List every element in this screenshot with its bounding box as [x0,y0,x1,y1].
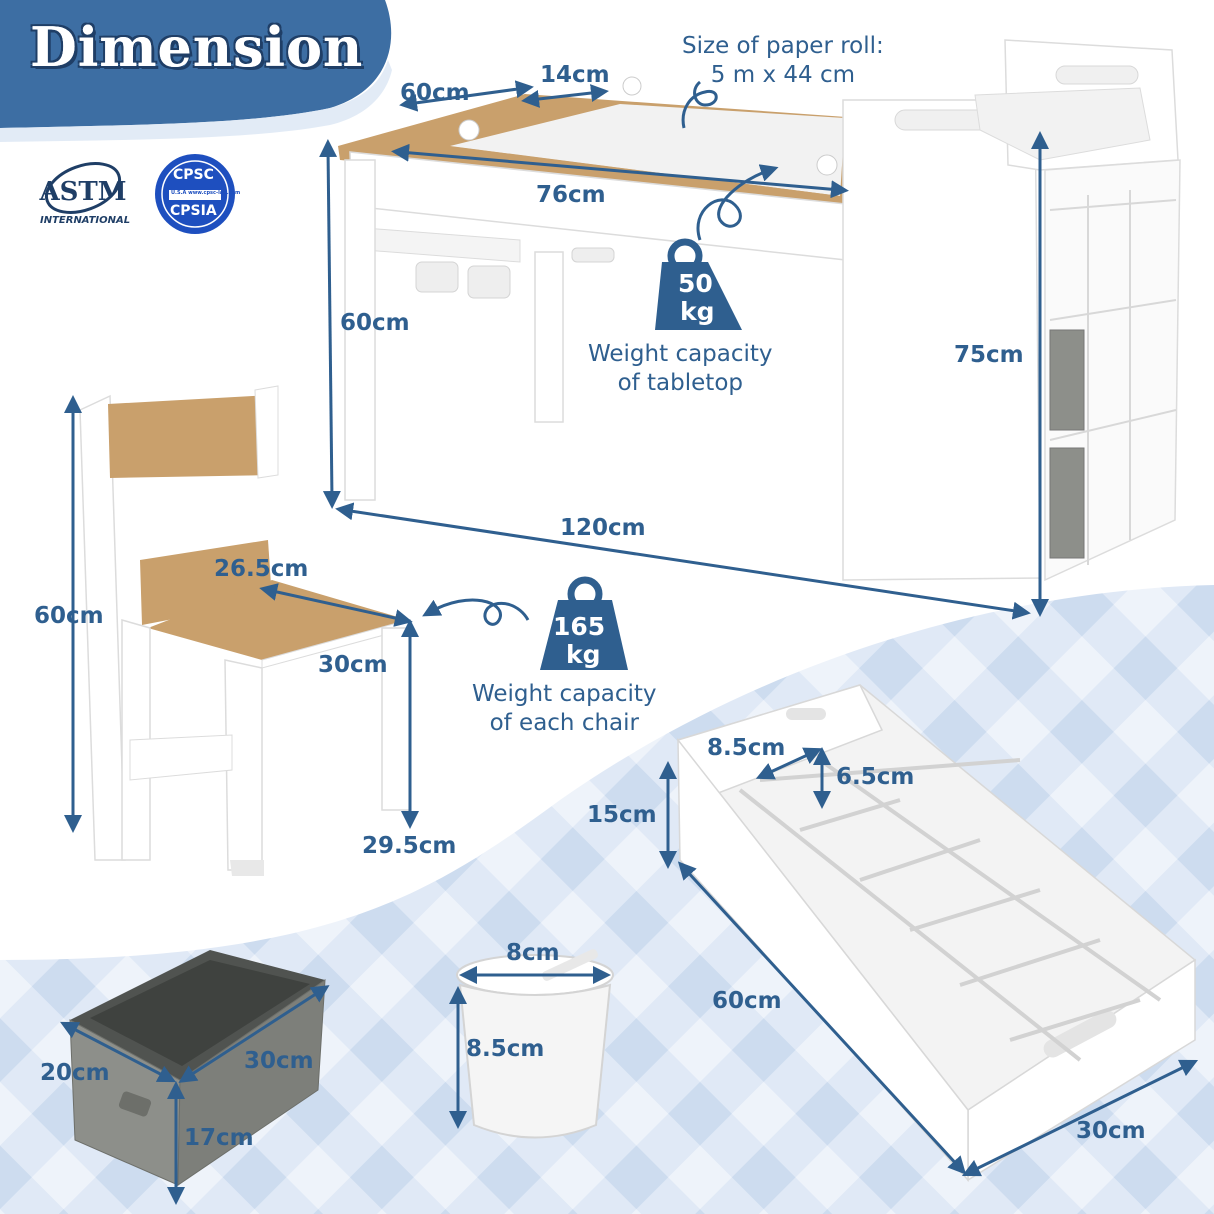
cpsc-badge [155,154,235,234]
tabletop-caption-line2: of tabletop [617,369,743,396]
cup-diameter-label: 8cm [506,940,560,966]
bin-height-label: 17cm [184,1125,254,1151]
svg-text:ASTM: ASTM [38,177,126,207]
table-length-label: 120cm [560,515,646,541]
chair-weight-unit: kg [566,640,601,669]
chair-height-label: 60cm [34,603,104,629]
chair-seat-depth-label: 26.5cm [214,556,309,582]
organizer-slot-depth-label: 6.5cm [836,764,915,790]
chair-weight-caption: Weight capacity of each chair [472,680,657,738]
astm-subtitle: INTERNATIONAL [40,215,131,226]
organizer-width-label: 30cm [1076,1118,1146,1144]
bin-width-label: 20cm [40,1060,110,1086]
curly-arrows [422,80,779,626]
tabletop-caption-line1: Weight capacity [588,341,773,367]
page-title: Dimension [30,15,364,79]
table-slot-label: 14cm [540,62,610,88]
tabletop-weight-caption: Weight capacity of tabletop [588,340,773,398]
table-height-label: 60cm [340,310,410,336]
organizer-length-label: 60cm [712,988,782,1014]
art-table [338,39,1181,582]
organizer-slot-width-label: 8.5cm [707,735,786,761]
bin-length-label: 30cm [244,1048,314,1074]
tabletop-weight-value: 50 [678,269,713,298]
weight-icon-tabletop [655,238,742,330]
chair-seat-width-label: 30cm [318,652,388,678]
chair-caption-line2: of each chair [489,709,639,736]
chair-seat-height-label: 29.5cm [362,833,457,859]
paint-cup [456,949,614,1139]
paper-roll-line1: Size of paper roll: [682,33,884,59]
title-banner [0,0,392,128]
table-total-height-label: 75cm [954,342,1024,368]
organizer-height-label: 15cm [587,802,657,828]
paper-roll-note: Size of paper roll: 5 m x 44 cm [682,32,884,90]
cup-height-label: 8.5cm [466,1036,545,1062]
cpsc-middle-text: U.S.A www.cpsc-lab.com [171,190,241,196]
chair-caption-line1: Weight capacity [472,681,657,707]
tabletop-weight-unit: kg [680,297,715,326]
table-depth-label: 60cm [400,80,470,106]
dimension-lines [60,80,1199,1205]
paper-roll-line2: 5 m x 44 cm [710,61,855,88]
chair-weight-value: 165 [553,612,606,641]
astm-logo: ASTM [38,162,127,214]
table-inner-width-label: 76cm [536,182,606,208]
cpsc-bottom-text: CPSIA [170,203,217,219]
cpsc-top-text: CPSC [173,167,214,183]
